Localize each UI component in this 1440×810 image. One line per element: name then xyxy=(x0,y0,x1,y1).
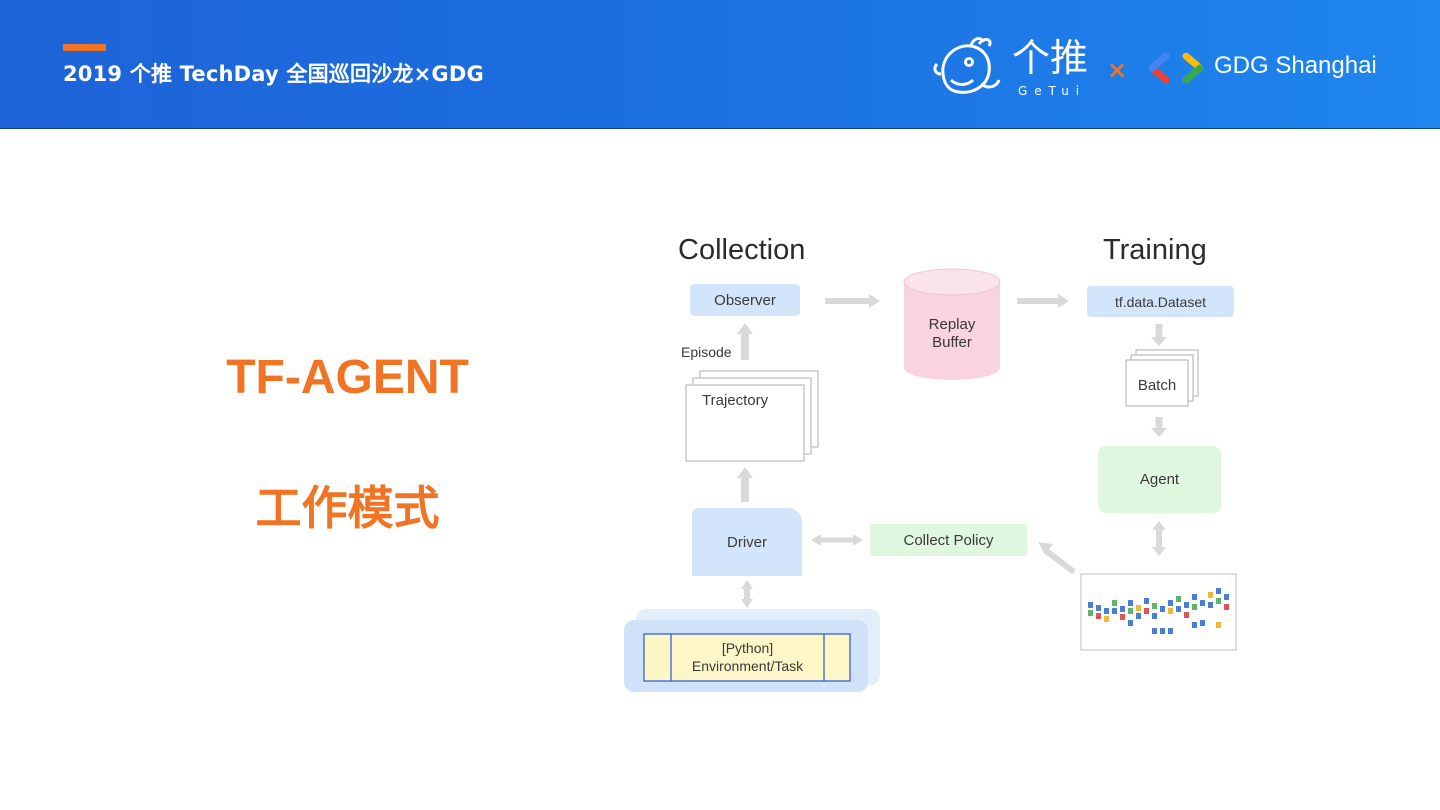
batch-page-front xyxy=(1125,359,1189,407)
episode-label: Episode xyxy=(681,344,732,360)
dataset-node: tf.data.Dataset xyxy=(1087,286,1234,317)
slide-title: TF-AGENT xyxy=(226,351,469,404)
replay-buffer-label-line2: Buffer xyxy=(932,334,972,351)
header-title: 2019 个推 TechDay 全国巡回沙龙×GDG xyxy=(63,62,484,86)
batch-label: Batch xyxy=(1137,377,1177,394)
collect-policy-node: Collect Policy xyxy=(870,524,1027,556)
arrowhead xyxy=(1152,521,1166,530)
diagram-connectors xyxy=(624,268,1237,692)
whale-mascot-icon xyxy=(933,37,1001,94)
arrowhead xyxy=(1152,547,1166,556)
arrowhead xyxy=(1151,337,1167,346)
replay-buffer-label-line1: Replay xyxy=(928,316,976,333)
arrowhead xyxy=(1151,428,1167,437)
arrowhead xyxy=(737,323,753,334)
times-sign: × xyxy=(1107,56,1128,84)
network-graph-nodes xyxy=(1088,588,1229,634)
arrowhead xyxy=(741,599,753,608)
environment-panel xyxy=(643,633,851,682)
getui-logo-sub: GeTui xyxy=(1018,84,1087,98)
agent-node: Agent xyxy=(1098,446,1221,513)
replay-buffer-cylinder xyxy=(904,282,1000,380)
arrowhead xyxy=(869,294,880,308)
header-accent-bar xyxy=(63,44,106,51)
training-heading: Training xyxy=(1103,234,1207,266)
environment-label-line2: Environment/Task xyxy=(691,658,804,674)
environment-label-line1: [Python] xyxy=(721,640,774,656)
collection-heading: Collection xyxy=(678,234,806,266)
arrow-network-to-policy xyxy=(1043,547,1076,575)
gdg-shanghai-logo: GDG Shanghai xyxy=(1214,52,1377,79)
trajectory-label: Trajectory xyxy=(702,392,769,409)
driver-node: Driver xyxy=(692,508,802,576)
slide-subtitle: 工作模式 xyxy=(255,481,440,535)
tf-agent-diagram: Collection Training Observer Replay Buff… xyxy=(618,222,1274,696)
arrowhead xyxy=(853,534,863,546)
replay-buffer-top xyxy=(903,268,1001,296)
header-banner: 2019 个推 TechDay 全国巡回沙龙×GDG 个推 GeTui × GD… xyxy=(0,0,1440,129)
arrowhead xyxy=(737,467,753,478)
getui-logo: 个推 xyxy=(1012,36,1089,80)
trajectory-page-front xyxy=(685,384,805,462)
arrowhead xyxy=(741,580,753,589)
observer-node: Observer xyxy=(690,284,800,316)
gdg-logo-icon xyxy=(1148,53,1204,83)
arrowhead xyxy=(811,534,821,546)
arrowhead xyxy=(1038,542,1053,555)
arrowhead xyxy=(1058,294,1069,308)
